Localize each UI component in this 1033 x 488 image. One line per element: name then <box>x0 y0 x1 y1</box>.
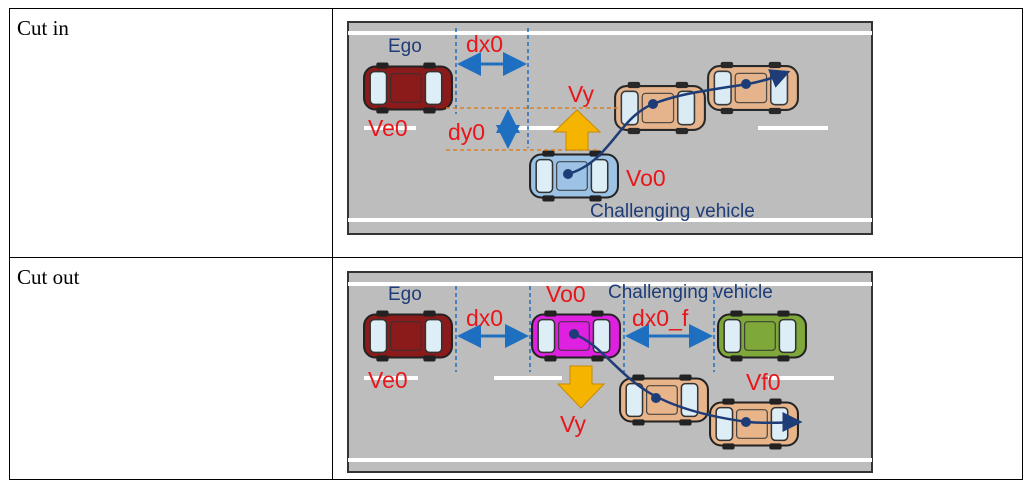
ego-label: Ego <box>388 36 422 57</box>
row1-label-cell <box>9 8 333 258</box>
row2-scenario-label: Cut out <box>17 265 80 289</box>
trajectory-point <box>648 99 658 109</box>
row2-diagram-cell <box>332 257 1023 480</box>
trajectory-point <box>569 329 579 339</box>
trajectory-path <box>567 69 791 176</box>
vo0-label: Vo0 <box>546 281 586 307</box>
dx0-label: dx0 <box>466 31 503 57</box>
challenging-vehicle-label: Challenging vehicle <box>590 201 755 222</box>
ego-car <box>362 61 454 115</box>
ego-label: Ego <box>388 284 422 305</box>
trajectory-point <box>741 417 751 427</box>
trajectory-point <box>563 169 573 179</box>
dy0-label: dy0 <box>448 119 485 145</box>
ghost-car-1 <box>613 80 707 136</box>
row1-scenario-label: Cut in <box>17 16 69 40</box>
ve0-label: Ve0 <box>368 367 408 393</box>
dx0f-label: dx0_f <box>632 305 689 331</box>
trajectory-point <box>741 79 751 89</box>
cut-out-diagram: Ego dx0 Vo0 Challenging vehicle dx0_f Ve… <box>347 271 873 473</box>
road-surface <box>347 271 873 473</box>
vf0-label: Vf0 <box>746 369 781 395</box>
vo0-label: Vo0 <box>626 165 666 191</box>
vy-label: Vy <box>560 411 586 437</box>
trajectory-path <box>573 332 803 433</box>
vy-label: Vy <box>568 81 594 107</box>
ghost-car-2 <box>708 397 800 451</box>
ve0-label: Ve0 <box>368 115 408 141</box>
front-car <box>716 309 808 363</box>
dx0-label: dx0 <box>466 305 503 331</box>
challenging-car <box>528 149 620 203</box>
trajectory-point <box>651 393 661 403</box>
cut-in-diagram: Ego dx0 Vy Ve0 dy0 Vo0 Challenging vehic… <box>347 21 873 235</box>
ego-car <box>362 309 454 363</box>
challenging-vehicle-label: Challenging vehicle <box>608 282 773 303</box>
vy-arrow <box>556 365 606 409</box>
row2-label-cell <box>9 257 333 480</box>
vy-arrow <box>552 109 602 151</box>
